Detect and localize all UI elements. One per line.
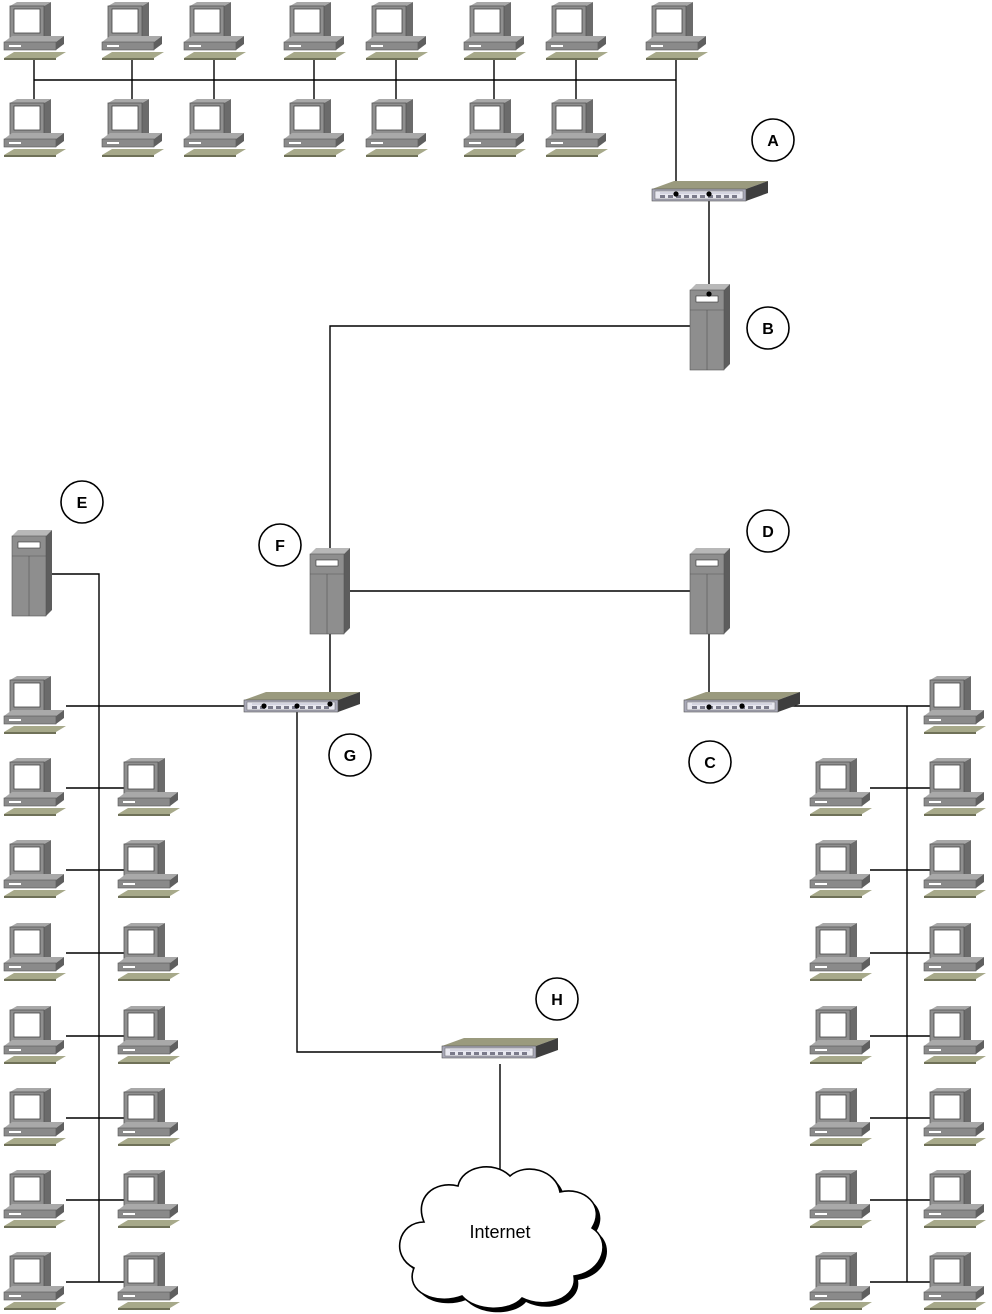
workstation-icon	[645, 1, 709, 61]
workstation-icon	[809, 757, 873, 817]
label-b-text: B	[762, 321, 774, 338]
server-f-icon	[309, 547, 351, 635]
label-g-text: G	[344, 748, 356, 765]
workstation-icon	[923, 922, 987, 982]
internet-label: Internet	[469, 1222, 530, 1242]
hub-c-icon	[683, 691, 801, 713]
workstation-icon	[117, 757, 181, 817]
workstation-icon	[3, 98, 67, 158]
workstation-icon	[809, 1087, 873, 1147]
label-g: G	[328, 733, 372, 777]
workstation-icon	[3, 922, 67, 982]
workstation-icon	[3, 839, 67, 899]
label-d: D	[746, 509, 790, 553]
right-workstation-group	[809, 675, 987, 1311]
workstation-icon	[809, 1251, 873, 1311]
workstation-icon	[545, 98, 609, 158]
label-b: B	[746, 306, 790, 350]
workstation-icon	[809, 1005, 873, 1065]
left-workstation-group	[3, 675, 181, 1311]
workstation-icon	[923, 1087, 987, 1147]
workstation-icon	[3, 1251, 67, 1311]
workstation-icon	[3, 757, 67, 817]
workstation-icon	[923, 1251, 987, 1311]
workstation-icon	[283, 98, 347, 158]
workstation-icon	[183, 98, 247, 158]
server-d-icon	[689, 547, 731, 635]
label-e: E	[60, 480, 104, 524]
internet-cloud-icon: Internet	[398, 1166, 608, 1313]
workstation-icon	[923, 1005, 987, 1065]
workstation-icon	[365, 1, 429, 61]
workstation-icon	[3, 1, 67, 61]
label-h: H	[535, 977, 579, 1021]
label-c: C	[688, 740, 732, 784]
workstation-icon	[923, 675, 987, 735]
workstation-icon	[117, 1087, 181, 1147]
workstation-icon	[923, 757, 987, 817]
workstation-icon	[3, 675, 67, 735]
label-f-text: F	[275, 538, 285, 555]
port-dots	[261, 191, 745, 710]
workstation-icon	[3, 1005, 67, 1065]
workstation-icon	[117, 1251, 181, 1311]
hub-h-icon	[441, 1037, 559, 1059]
workstation-icon	[365, 98, 429, 158]
server-e-icon	[11, 529, 53, 617]
label-d-text: D	[762, 524, 774, 541]
label-a: A	[751, 118, 795, 162]
workstation-icon	[117, 1005, 181, 1065]
workstation-icon	[3, 1169, 67, 1229]
workstation-icon	[101, 98, 165, 158]
workstation-icon	[809, 1169, 873, 1229]
network-cables	[33, 60, 930, 1283]
workstation-icon	[923, 839, 987, 899]
workstation-icon	[809, 839, 873, 899]
hub-g-icon	[243, 691, 361, 713]
label-h-text: H	[551, 992, 563, 1009]
workstation-icon	[463, 98, 527, 158]
workstation-icon	[183, 1, 247, 61]
workstation-icon	[545, 1, 609, 61]
workstation-icon	[3, 1087, 67, 1147]
workstation-icon	[117, 922, 181, 982]
workstation-icon	[101, 1, 165, 61]
label-e-text: E	[77, 495, 88, 512]
workstation-icon	[463, 1, 527, 61]
label-f: F	[258, 523, 302, 567]
workstation-icon	[923, 1169, 987, 1229]
workstation-icon	[283, 1, 347, 61]
workstation-icon	[117, 1169, 181, 1229]
label-a-text: A	[767, 133, 779, 150]
workstation-icon	[809, 922, 873, 982]
label-c-text: C	[704, 755, 716, 772]
workstation-icon	[117, 839, 181, 899]
hub-a-icon	[651, 180, 769, 202]
server-b-icon	[689, 283, 731, 371]
